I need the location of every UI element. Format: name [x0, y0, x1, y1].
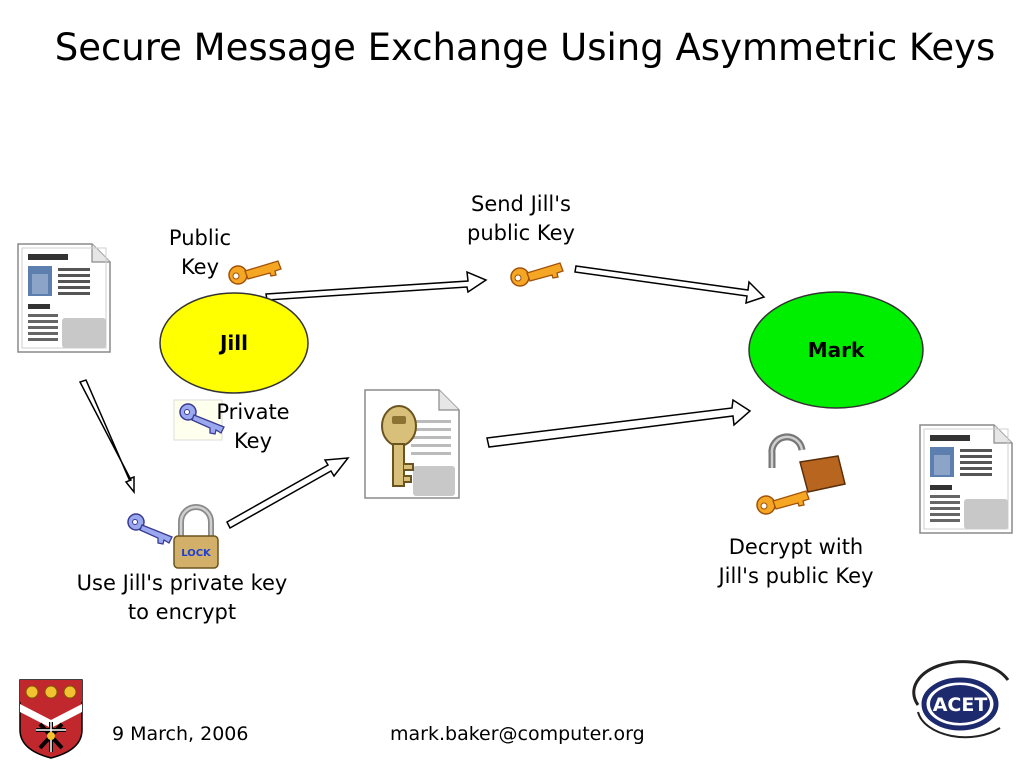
lock-icon: LOCK [173, 504, 219, 569]
arrow-send-key-to-mark [574, 265, 766, 305]
mark-node-label: Mark [807, 338, 865, 362]
public-key-label-line: Key [180, 255, 220, 279]
public-key-icon [510, 262, 564, 287]
send-public-key-label-line: Send Jill's [471, 192, 571, 216]
acet-logo-text: ACET [933, 694, 988, 716]
mark-node [748, 291, 924, 409]
open-lock-icon [768, 433, 846, 493]
public-key-icon [756, 490, 810, 515]
decrypt-label-line: Jill's public Key [718, 564, 874, 588]
arrow-lock-to-encrypted-doc [226, 457, 350, 530]
acet-logo-icon: ACET [912, 660, 1010, 739]
private-key-icon [173, 399, 225, 441]
decrypt-label-line: Decrypt with [728, 535, 864, 559]
encrypt-label-line: Use Jill's private key [76, 571, 288, 595]
encrypt-label: Use Jill's private key to encrypt [52, 569, 312, 627]
footer-email: mark.baker@computer.org [390, 723, 645, 745]
crest-icon [19, 679, 83, 759]
send-public-key-label: Send Jill's public Key [446, 190, 596, 248]
encrypt-label-line: to encrypt [127, 600, 237, 624]
page-title: Secure Message Exchange Using Asymmetric… [54, 26, 996, 69]
key-document-icon [364, 389, 460, 499]
lock-label: LOCK [181, 548, 212, 559]
arrow-doc-to-lock [78, 379, 135, 495]
footer-date: 9 March, 2006 [112, 723, 249, 745]
jill-node [159, 292, 309, 394]
document-icon [919, 424, 1013, 534]
arrow-jill-to-send-key [265, 270, 488, 301]
private-key-label: Private Key [208, 398, 298, 456]
arrow-encrypted-doc-to-mark [486, 398, 752, 448]
private-key-label-line: Key [233, 429, 273, 453]
document-icon [17, 243, 111, 353]
jill-node-label: Jill [219, 331, 248, 355]
decrypt-label: Decrypt with Jill's public Key [686, 533, 906, 591]
private-key-label-line: Private [216, 400, 290, 424]
public-key-label: Public Key [160, 224, 240, 282]
send-public-key-label-line: public Key [467, 221, 575, 245]
private-key-icon [127, 513, 173, 545]
public-key-label-line: Public [168, 226, 232, 250]
